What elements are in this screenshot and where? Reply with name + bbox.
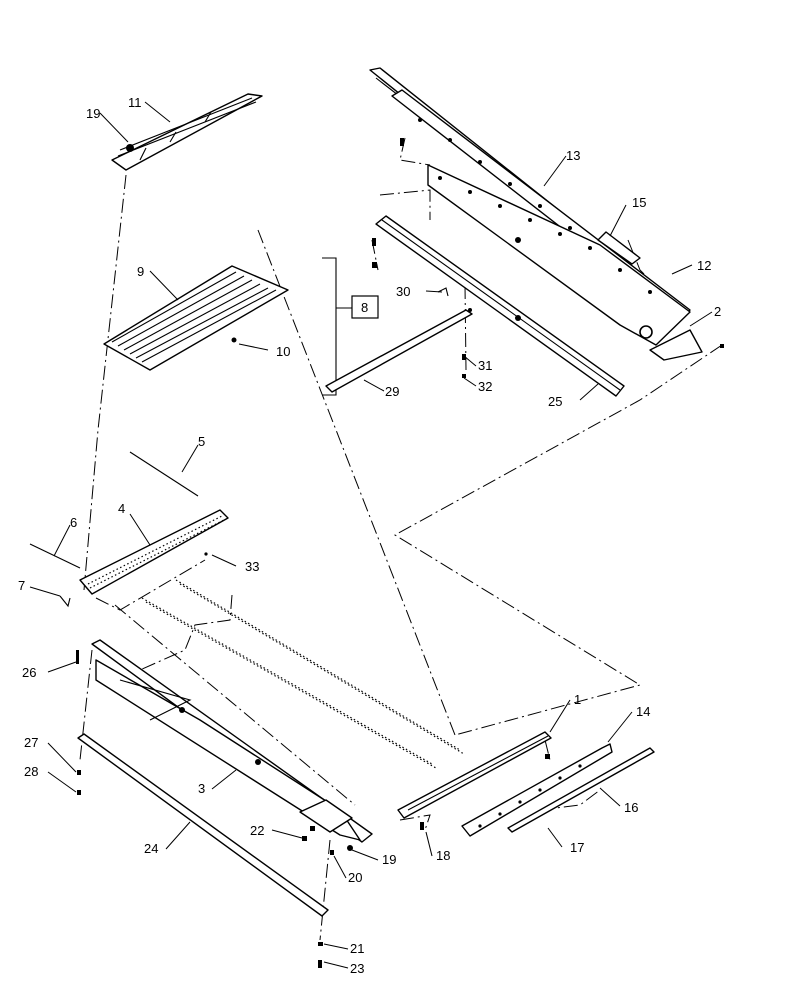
bolt-10 (231, 337, 237, 343)
callout-19-top: 19 (86, 106, 100, 121)
callout-4: 4 (118, 501, 125, 516)
callout-2: 2 (714, 304, 721, 319)
callout-19-bottom: 19 (382, 852, 396, 867)
callout-17: 17 (570, 840, 584, 855)
callout-24: 24 (144, 841, 158, 856)
callout-9: 9 (137, 264, 144, 279)
callout-15: 15 (632, 195, 646, 210)
callout-20: 20 (348, 870, 362, 885)
part-29-strap (325, 308, 473, 393)
part-14-plate (461, 743, 613, 837)
part-2-end-bracket (649, 329, 703, 361)
part-6-rod (29, 543, 81, 569)
callout-labels: 19 11 9 10 8 5 4 6 7 33 29 30 31 32 25 1… (18, 95, 721, 976)
callout-26: 26 (22, 665, 36, 680)
callout-12: 12 (697, 258, 711, 273)
part-11-cover-strip (111, 93, 263, 171)
part-4-perforated-bar (79, 509, 229, 595)
callout-6: 6 (70, 515, 77, 530)
callout-21: 21 (350, 941, 364, 956)
callout-3: 3 (198, 781, 205, 796)
part-33-chains (141, 552, 465, 769)
callout-8: 8 (361, 300, 368, 315)
callout-10: 10 (276, 344, 290, 359)
upper-fasteners (372, 138, 724, 378)
part-1-bar (397, 731, 552, 819)
callout-22: 22 (250, 823, 264, 838)
callout-25: 25 (548, 394, 562, 409)
callout-30: 30 (396, 284, 410, 299)
leader-lines (29, 101, 713, 969)
part-12-side-plate (391, 89, 691, 346)
callout-23: 23 (350, 961, 364, 976)
callout-7: 7 (18, 578, 25, 593)
callout-11: 11 (128, 95, 142, 110)
callout-18: 18 (436, 848, 450, 863)
callout-32: 32 (478, 379, 492, 394)
assembly-lines (79, 137, 723, 941)
part-3-main-channel (91, 639, 373, 843)
part-16-strip (507, 747, 655, 833)
callout-29: 29 (385, 384, 399, 399)
callout-27: 27 (24, 735, 38, 750)
callout-5: 5 (198, 434, 205, 449)
part-24-long-bar (77, 733, 329, 917)
callout-1: 1 (574, 692, 581, 707)
part-7-clip (59, 595, 71, 608)
callout-14: 14 (636, 704, 650, 719)
callout-31: 31 (478, 358, 492, 373)
lower-fasteners (76, 650, 424, 968)
callout-33: 33 (245, 559, 259, 574)
part-9-tray (103, 265, 289, 371)
part-15-plate (597, 231, 641, 265)
part-25-angle-bar (375, 215, 625, 397)
group-8-bracket (322, 257, 379, 396)
callout-13: 13 (566, 148, 580, 163)
part-5-rod (129, 451, 199, 497)
callout-16: 16 (624, 800, 638, 815)
callout-28: 28 (24, 764, 38, 779)
nut-19-top (126, 144, 134, 152)
callout-8-box (351, 295, 379, 319)
